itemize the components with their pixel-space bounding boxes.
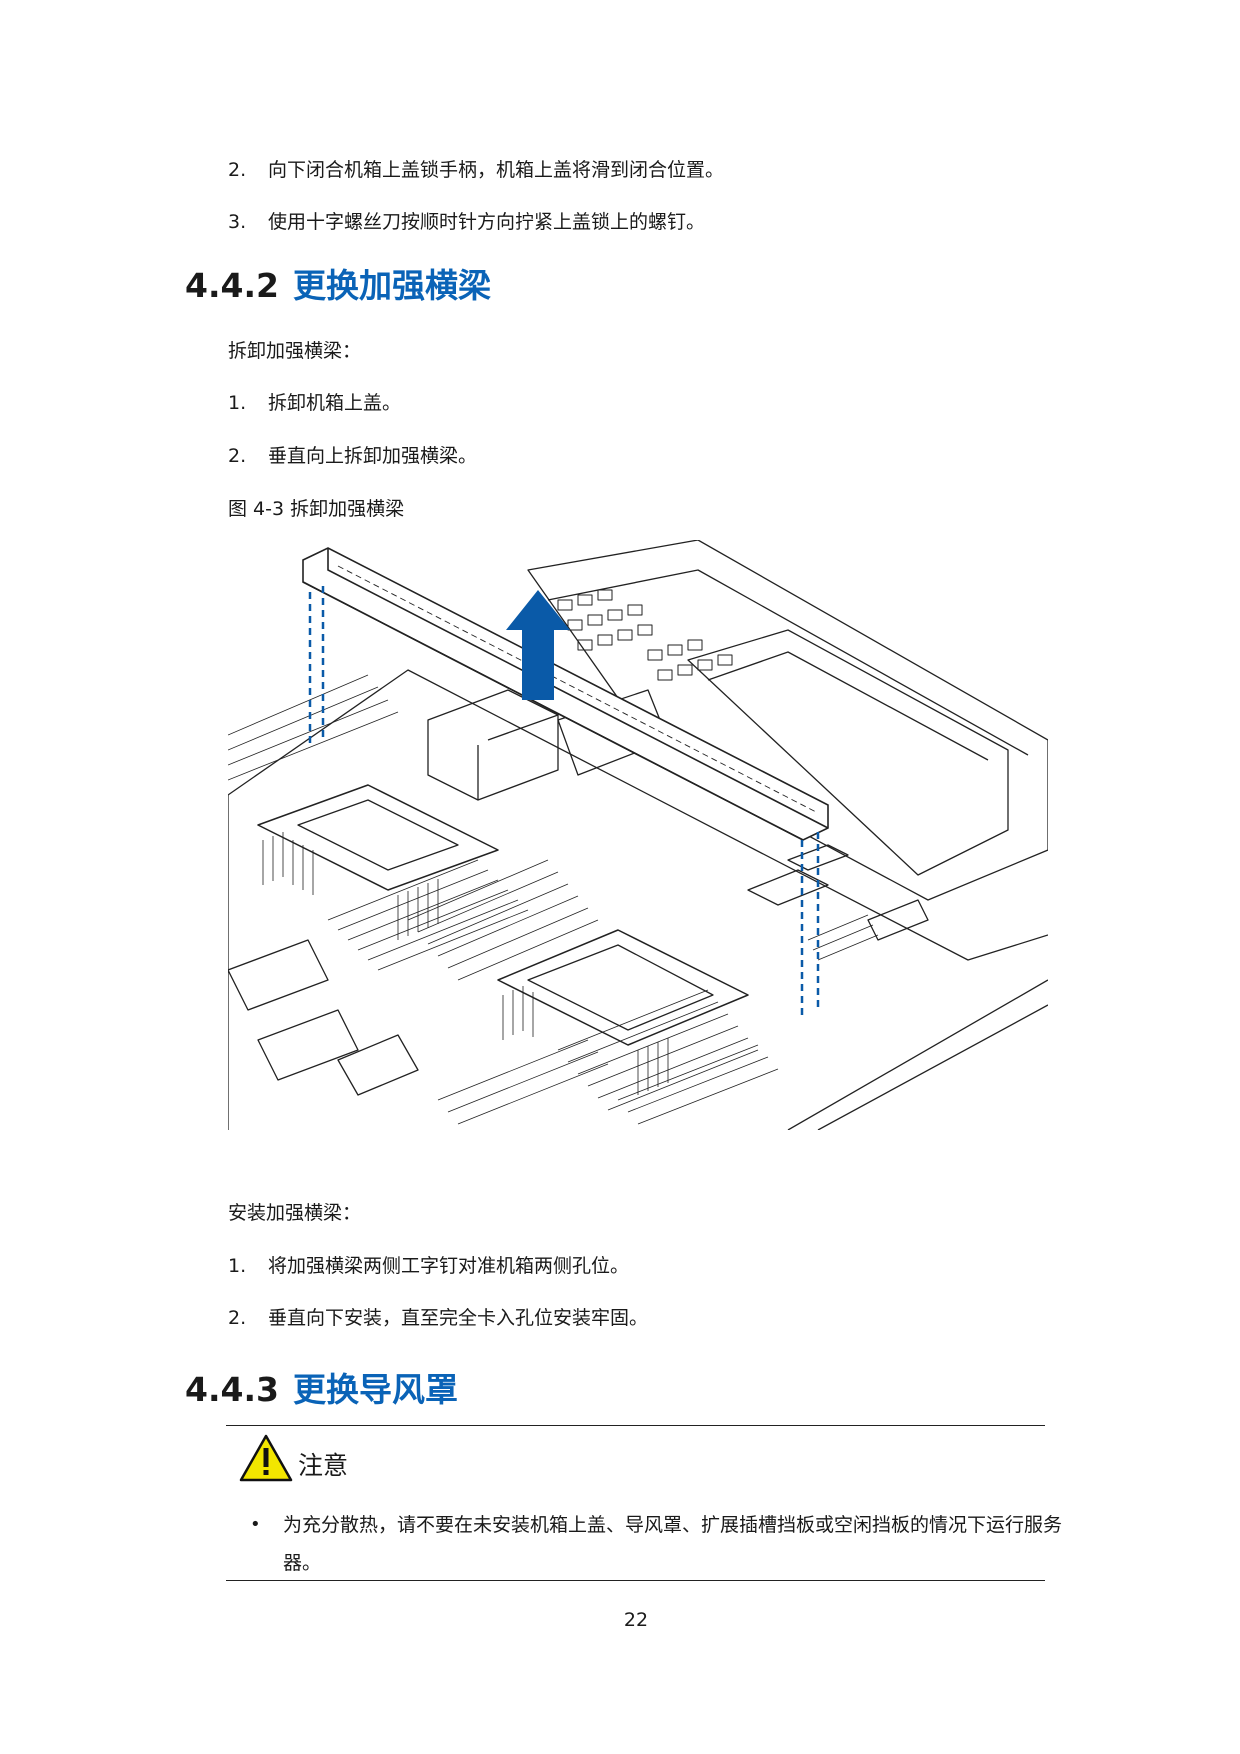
step-text: 拆卸机箱上盖。 (268, 392, 402, 414)
cpu-heatsink-1 (257, 784, 499, 891)
step-number: 1. (228, 1255, 247, 1277)
up-arrow-icon (506, 590, 570, 700)
caution-bottom-rule (226, 1580, 1045, 1581)
section-heading-4-4-3: 4.4.3 更换导风罩 (185, 1370, 458, 1410)
reinforcement-beam (302, 547, 829, 841)
caution-title: 注意 (298, 1451, 349, 1480)
install-intro: 安装加强横梁： (228, 1202, 362, 1224)
step-text: 垂直向上拆卸加强横梁。 (268, 445, 478, 467)
cpu-heatsink-2 (497, 929, 749, 1046)
warning-triangle-icon (239, 1434, 293, 1482)
chassis-front-edge (817, 1004, 1048, 1130)
remove-intro: 拆卸加强横梁： (228, 340, 362, 362)
step-text: 将加强横梁两侧工字钉对准机箱两侧孔位。 (268, 1255, 630, 1277)
caution-bullet-text: 为充分散热，请不要在未安装机箱上盖、导风罩、扩展插槽挡板或空闲挡板的情况下运行服… (283, 1514, 1063, 1574)
step-number: 1. (228, 392, 247, 414)
section-title: 更换导风罩 (292, 1370, 458, 1409)
step-number: 3. (228, 211, 247, 233)
alignment-guides (308, 586, 820, 1015)
figure-caption: 图 4-3 拆卸加强横梁 (228, 498, 405, 520)
page-number: 22 (623, 1609, 649, 1631)
step-text: 使用十字螺丝刀按顺时针方向拧紧上盖锁上的螺钉。 (268, 211, 706, 233)
step-number: 2. (228, 445, 247, 467)
step-text: 垂直向下安装，直至完全卡入孔位安装牢固。 (268, 1307, 649, 1329)
step-number: 2. (228, 1307, 247, 1329)
chassis-side-wall (228, 669, 1048, 961)
bullet-dot-icon: • (250, 1514, 261, 1535)
figure-reinforcement-beam-removal (228, 540, 1048, 1130)
step-text: 向下闭合机箱上盖锁手柄，机箱上盖将滑到闭合位置。 (268, 159, 725, 181)
section-heading-4-4-2: 4.4.2 更换加强横梁 (185, 266, 491, 306)
section-number: 4.4.3 (185, 1370, 279, 1409)
step-number: 2. (228, 159, 247, 181)
section-number: 4.4.2 (185, 266, 279, 305)
caution-top-rule (226, 1425, 1045, 1426)
section-title: 更换加强横梁 (292, 266, 491, 305)
